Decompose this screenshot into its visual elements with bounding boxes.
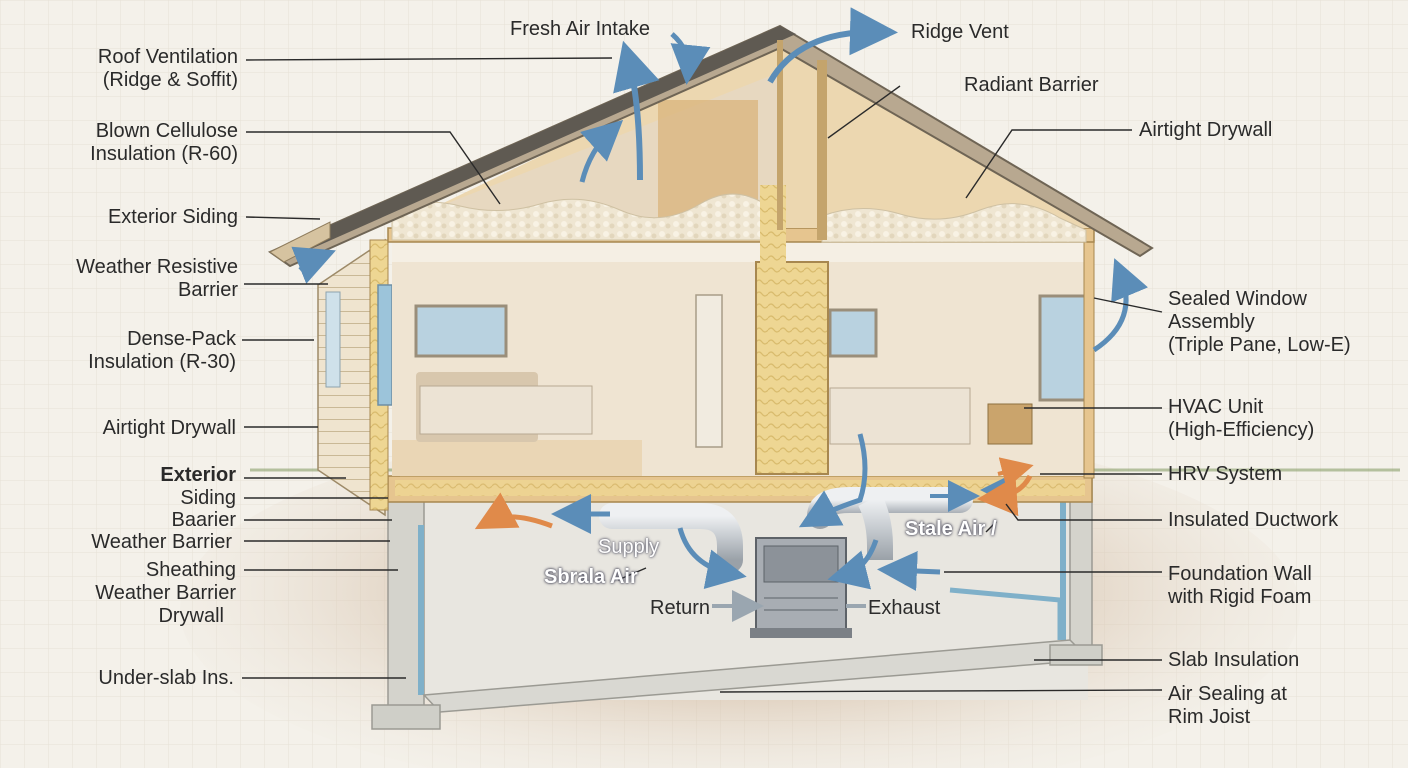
interior-wall-insulation	[755, 261, 829, 475]
label-slab-insulation: Slab Insulation	[1168, 649, 1300, 671]
label-return: Return	[650, 597, 711, 619]
warm-air-arrow	[474, 492, 553, 530]
hrv-unit	[750, 537, 852, 638]
label-blown-cellulose: Blown Cellulose Insulation (R-60)	[90, 120, 238, 165]
soffit-arrow	[291, 246, 336, 284]
label-hrv-system: HRV System	[1168, 463, 1283, 485]
interior	[392, 240, 1088, 476]
label-supply: Supply	[598, 536, 660, 558]
cellulose-left	[391, 193, 779, 241]
label-insulated-ductwork: Insulated Ductwork	[1168, 509, 1339, 531]
label-fresh-air-intake: Fresh Air Intake	[510, 18, 651, 40]
label-foundation-wall: Foundation Wall with Rigid Foam	[1168, 563, 1312, 608]
label-under-slab: Under-slab Ins.	[98, 667, 234, 689]
right-window	[1038, 294, 1088, 402]
label-weather-barrier: Weather Barrier	[91, 531, 232, 553]
bedroom-window-left	[414, 304, 508, 358]
label-radiant-barrier: Radiant Barrier	[964, 74, 1099, 96]
window-arrow	[1092, 258, 1149, 353]
label-ridge-vent: Ridge Vent	[911, 21, 1009, 43]
footing-right	[1049, 644, 1103, 666]
interior-door	[695, 294, 723, 448]
fresh-air-arrow	[613, 40, 660, 181]
label-hvac-unit: HVAC Unit (High-Efficiency)	[1168, 396, 1315, 441]
cellulose-right	[821, 203, 1087, 243]
label-dense-pack: Dense-Pack Insulation (R-30)	[88, 328, 236, 373]
leader-lines	[242, 57, 1163, 693]
label-stale-air: Stale Air /	[905, 518, 997, 540]
footing-left	[371, 704, 441, 730]
label-siding: Siding	[180, 487, 236, 509]
rigid-foam-strip	[949, 587, 1063, 640]
label-air-sealing: Air Sealing at Rim Joist	[1168, 683, 1287, 728]
label-sheathing-stack: Sheathing Weather Barrier Drywall	[95, 559, 236, 627]
label-exterior-siding-top: Exterior Siding	[107, 206, 238, 228]
label-roof-ventilation: Roof Ventilation (Ridge & Soffit)	[97, 46, 238, 91]
label-airtight-drywall-right: Airtight Drywall	[1139, 119, 1273, 141]
roof	[267, 24, 1154, 268]
left-side-window	[325, 291, 341, 388]
label-sbrala-air: Sbrala Air	[544, 566, 638, 588]
label-airtight-drywall-left: Airtight Drywall	[102, 417, 236, 439]
airflow-arrows	[291, 7, 1149, 622]
right-wall	[1083, 237, 1095, 479]
label-weather-resistive-barrier: Weather Resistive Barrier	[76, 256, 238, 301]
label-baarier: Baarier	[171, 509, 236, 531]
label-exterior-bold: Exterior	[160, 464, 236, 486]
bedroom-window-right	[828, 308, 878, 358]
left-wall	[317, 238, 393, 517]
label-sealed-window: Sealed Window Assembly (Triple Pane, Low…	[1168, 288, 1351, 356]
label-exhaust: Exhaust	[868, 597, 941, 619]
ridge-vent-arrow	[767, 7, 898, 84]
bed-right	[829, 387, 971, 445]
soffit-left	[269, 221, 331, 263]
roof-shingles	[270, 26, 796, 260]
nightstand	[987, 403, 1033, 445]
left-window	[377, 284, 393, 406]
